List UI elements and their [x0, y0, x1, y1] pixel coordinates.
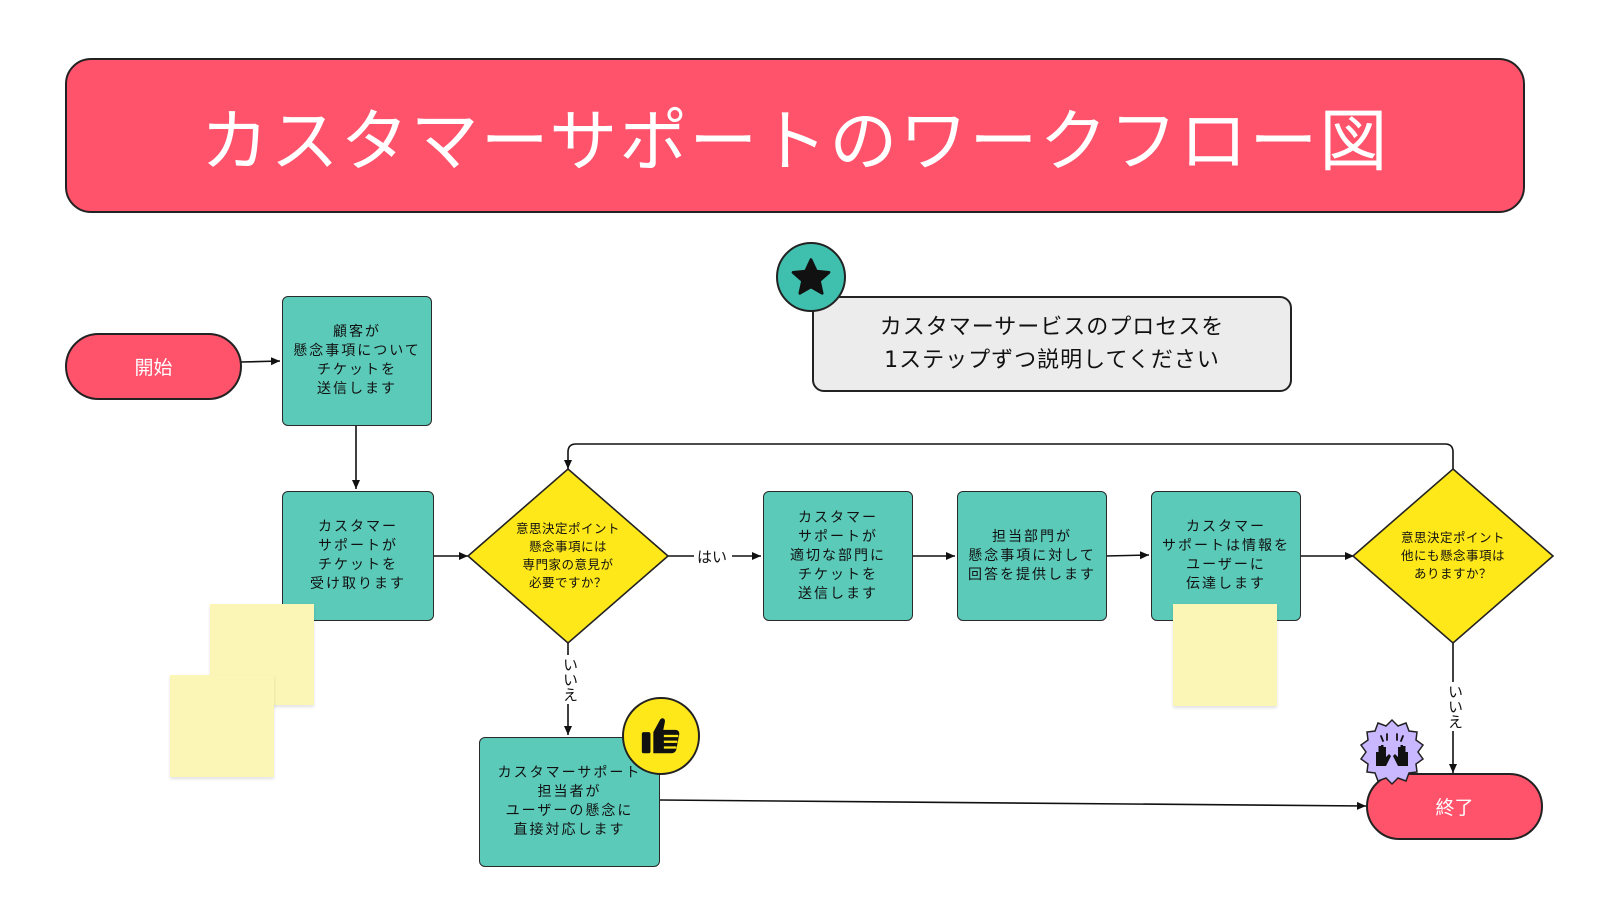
raised-hands-icon: [1359, 718, 1425, 786]
raised-hands-badge: [1354, 716, 1430, 792]
title-banner: カスタマーサポートのワークフロー図: [65, 58, 1525, 213]
edge-label-yes: はい: [695, 546, 730, 567]
edge-start-submit: [240, 357, 281, 366]
thumbs-up-icon: [641, 718, 680, 754]
edge-dept-relay: [1104, 551, 1150, 560]
edge-label-no-2: いいえ: [1445, 682, 1466, 731]
edge-label-no-1: いいえ: [560, 655, 581, 704]
step-receive-ticket[interactable]: カスタマー サポートが チケットを 受け取ります: [282, 491, 434, 621]
start-terminal[interactable]: 開始: [65, 333, 242, 400]
decision2-diamond: [1351, 467, 1555, 645]
edge-decision2-loop: [564, 443, 1454, 469]
end-terminal[interactable]: 終了: [1366, 773, 1543, 840]
step-relay-info[interactable]: カスタマー サポートは情報を ユーザーに 伝達します: [1151, 491, 1301, 621]
star-icon: [791, 258, 831, 295]
star-badge: [776, 242, 846, 312]
decision1-diamond: [466, 467, 670, 645]
sticky-note[interactable]: [1173, 604, 1277, 706]
edge-direct-end: [659, 799, 1367, 810]
step-forward-ticket[interactable]: カスタマー サポートが 適切な部門に チケットを 送信します: [763, 491, 913, 621]
decision2-label: 意思決定ポイント 他にも懸念事項は ありますか？: [1400, 530, 1505, 581]
sticky-note[interactable]: [170, 675, 274, 777]
instruction-note[interactable]: カスタマーサービスのプロセスを 1ステップずつ説明してください: [812, 296, 1292, 392]
end-label: 終了: [1435, 797, 1474, 819]
thumbs-up-badge: [622, 697, 700, 775]
step-submit-ticket[interactable]: 顧客が 懸念事項について チケットを 送信します: [282, 296, 432, 426]
decision1-label: 意思決定ポイント 懸念事項には 専門家の意見が 必要ですか？: [515, 521, 620, 590]
diagram-title: カスタマーサポートのワークフロー図: [200, 103, 1390, 182]
step-department-answer[interactable]: 担当部門が 懸念事項に対して 回答を提供します: [957, 491, 1107, 621]
start-label: 開始: [134, 357, 173, 379]
